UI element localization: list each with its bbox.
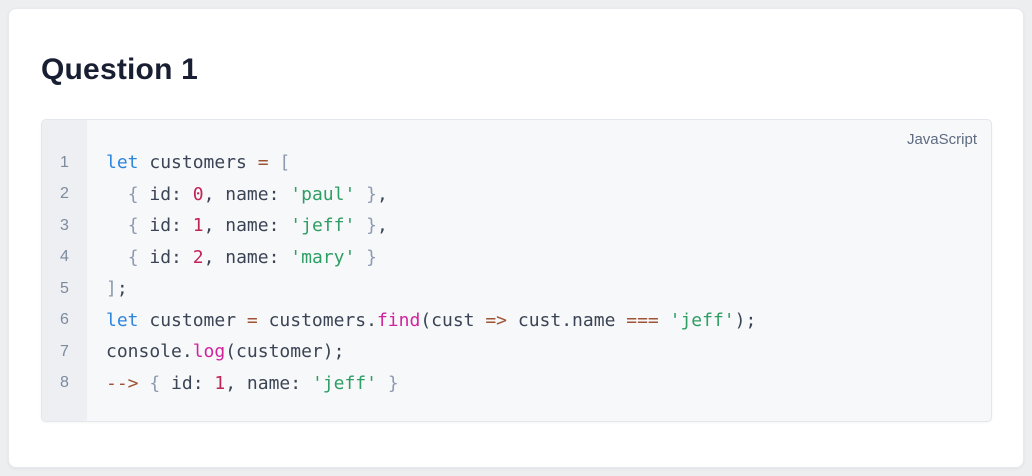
code-token-number: 0	[192, 183, 204, 205]
code-token-operator: ===	[626, 309, 659, 331]
code-line-text: { id: 0, name: 'paul' },	[87, 184, 388, 205]
code-token-plain: (customer);	[225, 341, 345, 363]
code-token-number: 1	[214, 372, 226, 394]
code-line-text: { id: 2, name: 'mary' }	[87, 247, 377, 268]
code-token-operator: =	[257, 152, 269, 174]
code-line: 2 { id: 0, name: 'paul' },	[42, 179, 991, 211]
code-token-plain	[377, 373, 388, 394]
code-token-plain: (cust	[420, 309, 486, 331]
code-line: 3 { id: 1, name: 'jeff' },	[42, 210, 991, 242]
code-line: 7 console.log(customer);	[42, 336, 991, 368]
code-line: 1 let customers = [	[42, 147, 991, 179]
code-token-punctuation: [	[279, 152, 291, 174]
line-number: 1	[60, 153, 69, 171]
code-line: 6 let customer = customers.find(cust => c…	[42, 305, 991, 337]
code-token-plain: , name:	[203, 215, 291, 237]
code-token-plain	[106, 215, 128, 236]
code-token-function: log	[192, 341, 226, 363]
code-token-string: 'mary'	[290, 246, 356, 268]
language-label: JavaScript	[906, 131, 977, 148]
code-token-punctuation: }	[366, 183, 377, 205]
code-token-punctuation: }	[387, 372, 399, 394]
code-token-plain	[355, 215, 366, 236]
code-token-plain	[355, 184, 366, 205]
code-token-punctuation: ]	[106, 278, 117, 300]
code-token-string: 'paul'	[290, 183, 356, 205]
code-token-operator: =	[246, 309, 258, 331]
code-token-plain: , name:	[225, 372, 312, 394]
code-line-text: ];	[87, 278, 128, 299]
code-token-operator: -->	[106, 372, 139, 394]
code-line-text: let customer = customers.find(cust => cu…	[87, 310, 756, 331]
code-token-number: 2	[192, 246, 204, 268]
code-line: 8 --> { id: 1, name: 'jeff' }	[42, 368, 991, 400]
code-token-string: 'jeff'	[669, 309, 735, 331]
code-token-punctuation: {	[127, 215, 139, 237]
line-number-gutter	[42, 120, 87, 421]
code-token-function: find	[376, 309, 421, 331]
code-token-plain	[106, 184, 128, 205]
code-token-punctuation: }	[366, 246, 377, 268]
code-token-plain: customers	[138, 152, 258, 174]
code-token-plain: customer	[138, 309, 247, 331]
line-number: 7	[60, 342, 69, 360]
code-line: 5];	[42, 273, 991, 305]
code-token-plain: ,	[376, 183, 388, 205]
code-token-plain: console.	[106, 341, 193, 363]
code-token-keyword: let	[106, 152, 139, 174]
code-token-plain: cust.name	[507, 309, 627, 331]
code-token-string: 'jeff'	[290, 215, 356, 237]
code-token-punctuation: {	[149, 372, 161, 394]
question-card: Question 1 JavaScript 1 let customers = […	[8, 8, 1024, 468]
code-token-number: 1	[192, 215, 204, 237]
code-line-text: { id: 1, name: 'jeff' },	[87, 215, 388, 236]
line-number: 5	[60, 279, 69, 297]
line-number: 4	[60, 248, 69, 266]
code-token-plain: id:	[138, 246, 193, 268]
code-line-text: --> { id: 1, name: 'jeff' }	[87, 373, 399, 394]
code-token-plain	[106, 247, 128, 268]
line-number: 3	[60, 216, 69, 234]
code-token-plain: customers.	[257, 309, 377, 331]
code-token-plain	[139, 373, 150, 394]
code-token-punctuation: {	[127, 246, 139, 268]
code-token-plain: , name:	[203, 246, 291, 268]
code-line-text: let customers = [	[87, 152, 290, 173]
code-token-plain: , name:	[203, 183, 291, 205]
code-token-plain: id:	[138, 215, 193, 237]
code-line: 4 { id: 2, name: 'mary' }	[42, 242, 991, 274]
code-token-keyword: let	[106, 309, 139, 331]
line-number: 8	[60, 374, 69, 392]
line-number: 2	[60, 185, 69, 203]
code-token-string: 'jeff'	[311, 372, 377, 394]
line-number: 6	[60, 311, 69, 329]
code-token-plain: id:	[138, 183, 193, 205]
code-token-plain	[269, 152, 280, 173]
code-token-plain: ;	[116, 278, 128, 300]
code-token-plain: ,	[376, 215, 388, 237]
code-token-plain: );	[734, 309, 757, 331]
code-line-text: console.log(customer);	[87, 341, 344, 362]
code-token-plain	[355, 247, 366, 268]
question-heading: Question 1	[41, 53, 199, 86]
code-token-plain	[659, 310, 670, 331]
code-token-operator: =>	[485, 309, 508, 331]
code-token-punctuation: {	[127, 183, 139, 205]
code-token-punctuation: }	[366, 215, 377, 237]
code-token-plain: id:	[160, 372, 215, 394]
